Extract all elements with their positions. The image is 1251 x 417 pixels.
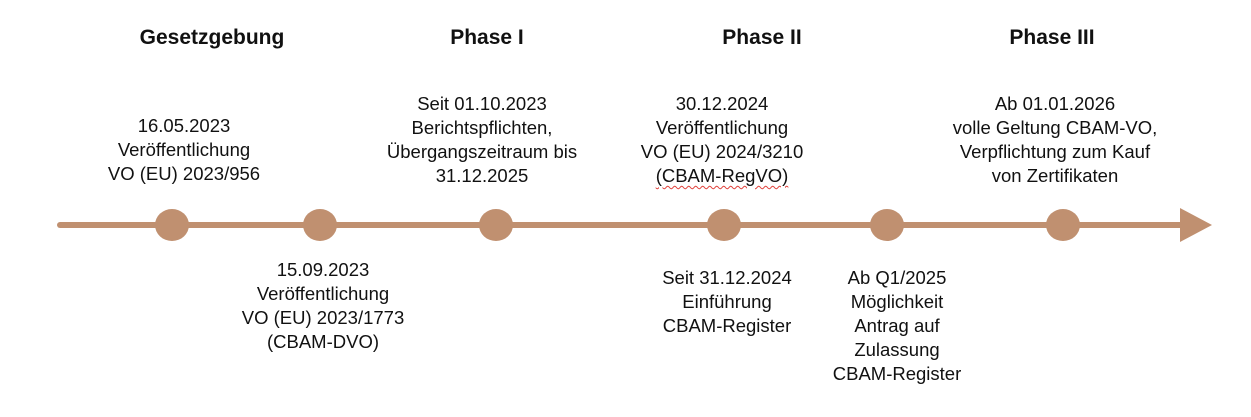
milestone-line: 16.05.2023 bbox=[137, 115, 231, 136]
milestone-publication-2023-956: 16.05.2023 Veröffentlichung VO (EU) 2023… bbox=[108, 114, 260, 186]
milestone-dot bbox=[303, 209, 337, 241]
milestone-dot bbox=[870, 209, 904, 241]
milestone-line: Möglichkeit bbox=[850, 291, 944, 312]
phase-label-phase-3: Phase III bbox=[1009, 26, 1095, 49]
milestone-line: Ab 01.01.2026 bbox=[994, 93, 1116, 114]
milestone-line: volle Geltung CBAM-VO, bbox=[952, 117, 1158, 138]
milestone-line: Veröffentlichung bbox=[256, 283, 390, 304]
milestone-line: 30.12.2024 bbox=[675, 93, 769, 114]
milestone-line: (CBAM-DVO) bbox=[266, 331, 380, 352]
milestone-line: CBAM-Register bbox=[832, 363, 962, 384]
timeline-arrowhead bbox=[1180, 208, 1212, 242]
milestone-register-application: Ab Q1/2025 Möglichkeit Antrag auf Zulass… bbox=[833, 266, 962, 386]
milestone-full-application: Ab 01.01.2026 volle Geltung CBAM-VO, Ver… bbox=[953, 92, 1158, 188]
milestone-line: Einführung bbox=[682, 291, 772, 312]
milestone-line: Verpflichtung zum Kauf bbox=[959, 141, 1151, 162]
milestone-line: Ab Q1/2025 bbox=[847, 267, 947, 288]
milestone-line: 31.12.2025 bbox=[435, 165, 529, 186]
milestone-line: Berichtspflichten, bbox=[411, 117, 553, 138]
milestone-line: Antrag auf bbox=[854, 315, 940, 336]
milestone-dot bbox=[155, 209, 189, 241]
milestone-reporting-obligations: Seit 01.10.2023 Berichtspflichten, Überg… bbox=[387, 92, 577, 188]
milestone-line: VO (EU) 2023/956 bbox=[107, 163, 261, 184]
milestone-line: von Zertifikaten bbox=[991, 165, 1119, 186]
milestone-line: Übergangszeitraum bis bbox=[386, 141, 578, 162]
milestone-publication-2024-3210: 30.12.2024 Veröffentlichung VO (EU) 2024… bbox=[641, 92, 803, 188]
milestone-line: Seit 01.10.2023 bbox=[417, 93, 547, 114]
phase-label-phase-1: Phase I bbox=[450, 26, 524, 49]
phase-label-phase-2: Phase II bbox=[722, 26, 802, 49]
milestone-line: VO (EU) 2023/1773 bbox=[241, 307, 405, 328]
milestone-cbam-register-introduction: Seit 31.12.2024 Einführung CBAM-Register bbox=[662, 266, 792, 338]
milestone-line-spellcheck: (CBAM-RegVO) bbox=[655, 165, 789, 186]
milestone-line: 15.09.2023 bbox=[276, 259, 370, 280]
milestone-dot bbox=[1046, 209, 1080, 241]
milestone-dot bbox=[707, 209, 741, 241]
milestone-line: Zulassung bbox=[854, 339, 940, 360]
milestone-dot bbox=[479, 209, 513, 241]
milestone-publication-2023-1773: 15.09.2023 Veröffentlichung VO (EU) 2023… bbox=[242, 258, 404, 354]
milestone-line: Seit 31.12.2024 bbox=[662, 267, 792, 288]
milestone-line: CBAM-Register bbox=[662, 315, 792, 336]
phase-label-gesetzgebung: Gesetzgebung bbox=[139, 26, 285, 49]
milestone-line: Veröffentlichung bbox=[655, 117, 789, 138]
milestone-line: VO (EU) 2024/3210 bbox=[640, 141, 804, 162]
milestone-line: Veröffentlichung bbox=[117, 139, 251, 160]
